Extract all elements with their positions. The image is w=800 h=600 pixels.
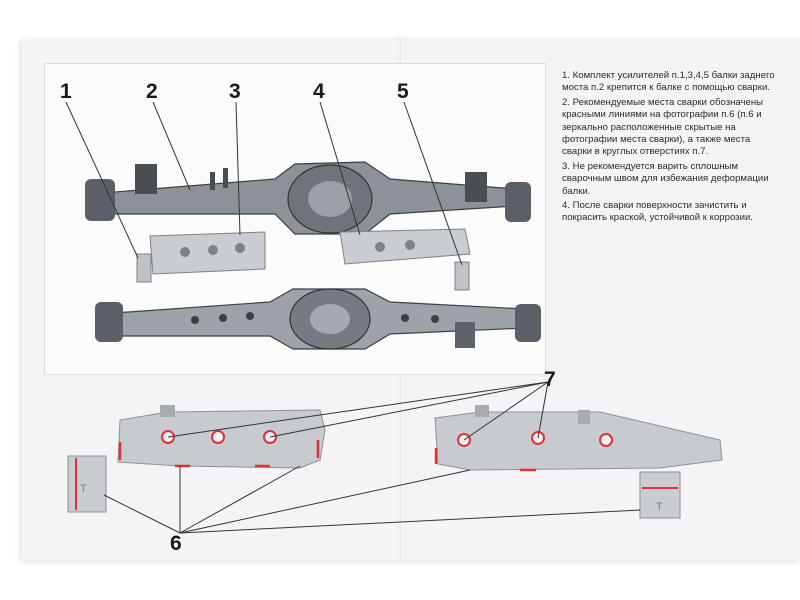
callout-3: 3 [229,80,241,103]
callout-7-leaders [167,381,549,441]
axle-photo [44,63,546,375]
callout-2: 2 [146,80,158,103]
svg-text:Т: Т [80,483,87,495]
svg-text:Т: Т [656,501,663,513]
left-small-plate: Т [67,455,107,513]
upper-axle [85,161,531,235]
lower-axle [95,288,541,350]
callout-6: 6 [170,532,182,555]
instruction-3: 3. Не рекомендуется варить сплошным свар… [562,160,769,197]
right-small-plate: Т [639,471,681,519]
instruction-2: 2. Рекомендуемые места сварки обозначены… [562,96,764,158]
callout-6-leaders [103,465,641,534]
instruction-4: 4. После сварки поверхности зачистить и … [562,200,753,224]
axle-photo-illustration [85,161,541,350]
callout-5: 5 [397,80,409,103]
left-reinforcement-part [117,405,326,469]
right-reinforcement-part [434,405,723,472]
reinforcement-plates [136,228,471,291]
instructions-block: 1. Комплект усилителей п.1,3,4,5 балки з… [562,70,780,227]
callout-1: 1 [60,80,72,103]
instruction-1: 1. Комплект усилителей п.1,3,4,5 балки з… [562,70,775,94]
callout-leaders [65,101,463,266]
callout-7: 7 [544,368,556,391]
callout-4: 4 [313,80,325,103]
